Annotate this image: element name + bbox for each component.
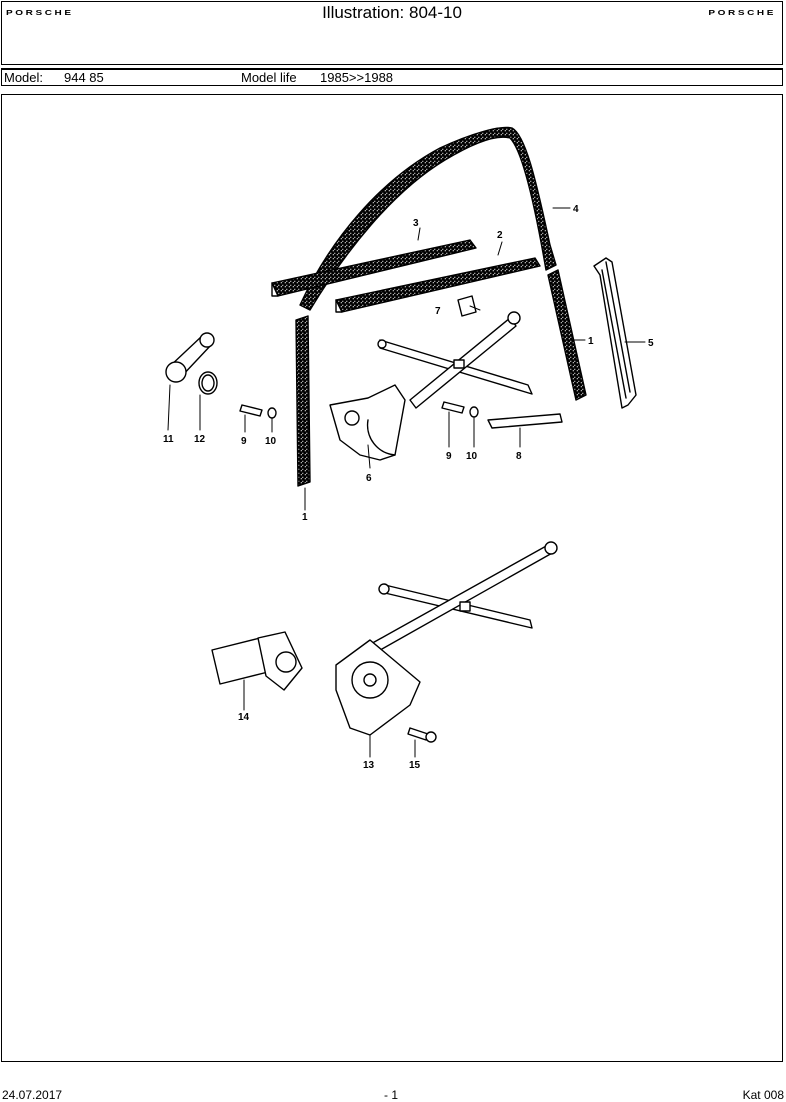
part-10-washer-right	[469, 406, 479, 418]
part-4-window-seal	[299, 126, 557, 311]
callout-11: 11	[163, 434, 174, 445]
callout-3: 3	[413, 218, 419, 229]
model-life-value: 1985>>1988	[320, 70, 394, 85]
callout-1-right: 1	[588, 336, 594, 347]
part-6-window-regulator	[329, 311, 533, 461]
part-10-washer-left	[267, 407, 277, 419]
part-9-bolt-left	[239, 404, 263, 417]
callout-14: 14	[238, 712, 250, 723]
model-value: 944 85	[64, 70, 104, 85]
brand-logo-left: PORSCHE	[6, 9, 74, 17]
part-3-inner-seal	[271, 239, 477, 297]
callout-2: 2	[497, 230, 503, 241]
callout-9-right: 9	[446, 451, 452, 462]
callout-10-left: 10	[265, 436, 277, 447]
part-2-outer-seal	[335, 257, 541, 313]
callout-4: 4	[573, 204, 579, 215]
part-1-right-channel	[547, 269, 587, 401]
part-7-clip	[457, 295, 477, 317]
callout-12: 12	[194, 434, 206, 445]
brand-logo-right: PORSCHE	[708, 9, 776, 17]
part-9-bolt-right	[441, 401, 465, 414]
callout-labels: 4 3 2 7 1 5 11 12 9 10 9 10 8 6 1 14 13 …	[163, 204, 654, 771]
part-8-strip	[487, 413, 563, 429]
callout-6: 6	[366, 473, 372, 484]
callout-15: 15	[409, 760, 421, 771]
part-12-ring	[198, 371, 218, 395]
model-label: Model:	[4, 70, 44, 85]
part-13-lower-regulator	[335, 541, 558, 736]
header-box: PORSCHE Illustration: 804-10 PORSCHE	[1, 1, 783, 65]
callout-8: 8	[516, 451, 522, 462]
part-5-guide-rail	[593, 257, 637, 409]
callout-1-left: 1	[302, 512, 308, 523]
callout-9-left: 9	[241, 436, 247, 447]
part-14-motor	[211, 631, 303, 691]
illustration-frame	[1, 94, 783, 1062]
model-life-label: Model life	[241, 70, 297, 85]
part-15-screw	[407, 727, 437, 743]
model-info-row: Model: 944 85 Model life 1985>>1988	[1, 68, 783, 86]
footer-date: 24.07.2017	[2, 1088, 63, 1102]
callout-7: 7	[435, 306, 441, 317]
callout-10-right: 10	[466, 451, 478, 462]
part-1-left-channel	[295, 315, 311, 487]
footer-catalog: Kat 008	[742, 1088, 784, 1102]
callout-13: 13	[363, 760, 375, 771]
part-11-crank-handle	[165, 332, 215, 383]
callout-5: 5	[648, 338, 654, 349]
footer-page: - 1	[384, 1088, 399, 1102]
page-title: Illustration: 804-10	[322, 3, 462, 22]
callout-leaders	[167, 207, 646, 758]
